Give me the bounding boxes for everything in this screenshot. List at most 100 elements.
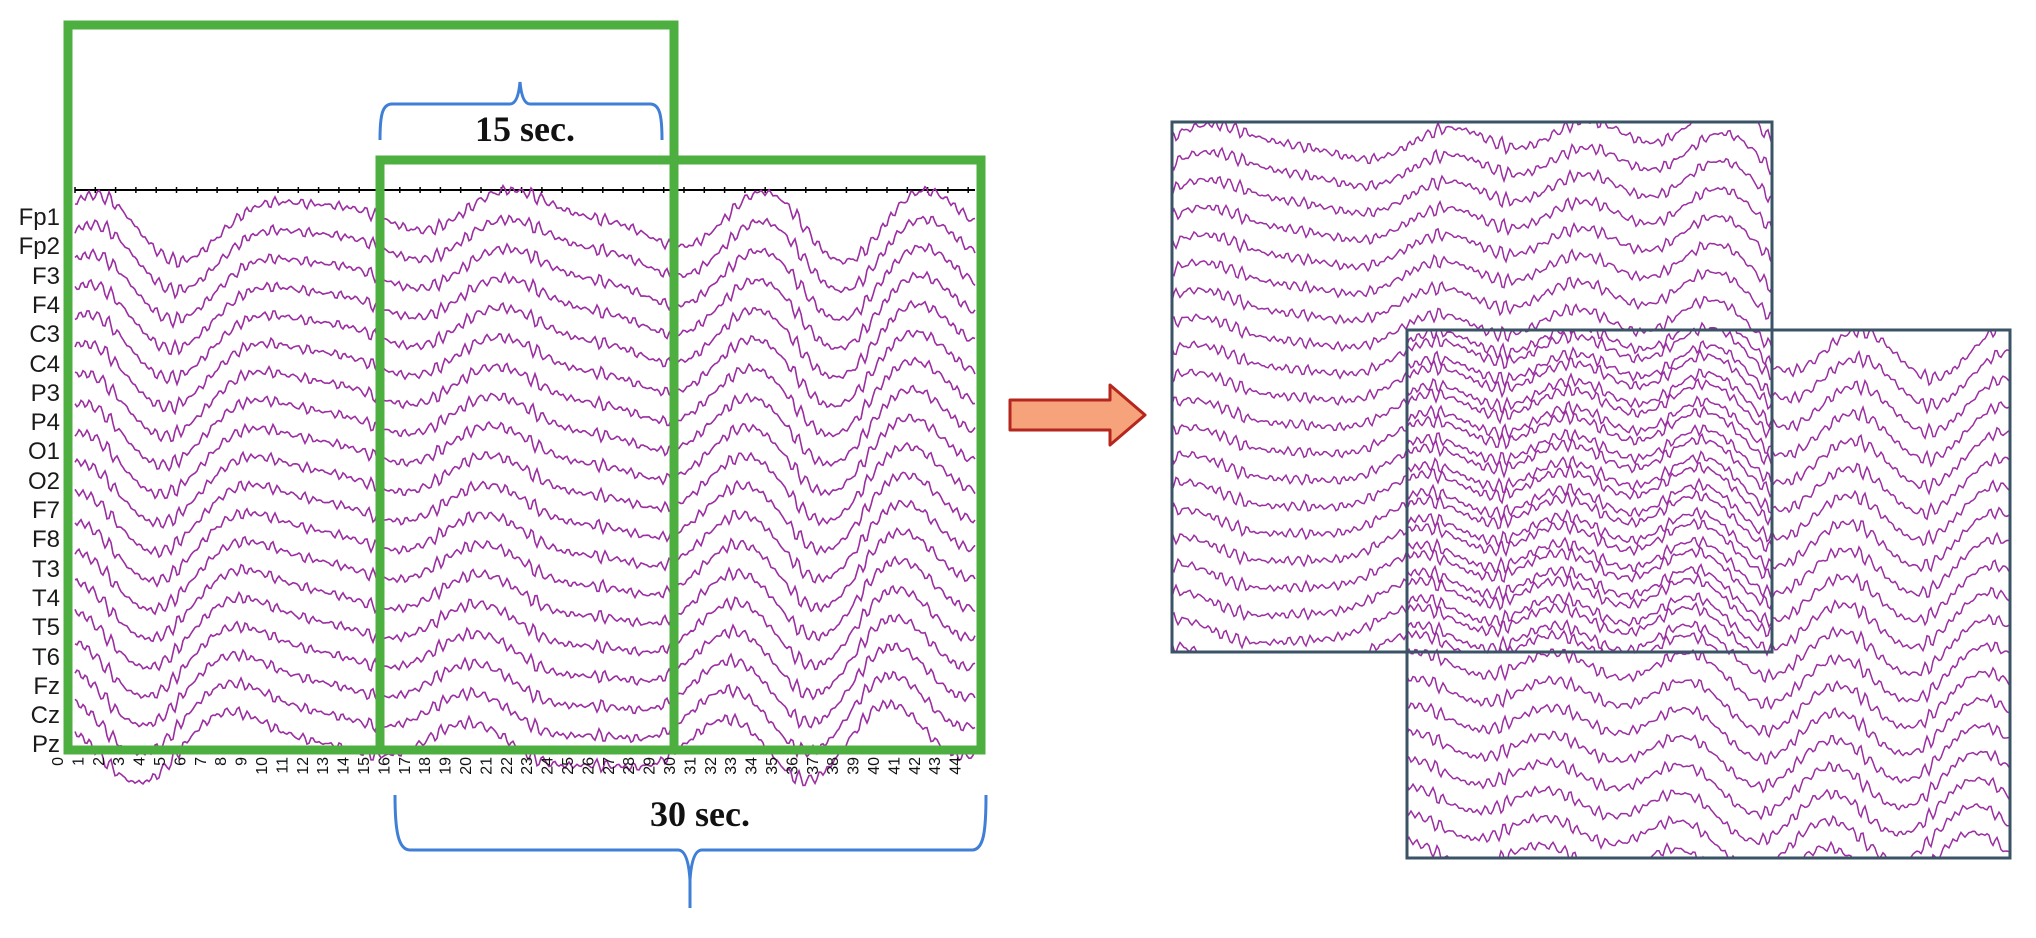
channel-label: T6 xyxy=(31,643,60,671)
time-tick-label: 22 xyxy=(499,757,516,775)
time-tick-label: 0 xyxy=(50,757,67,766)
eeg-trace xyxy=(74,441,976,529)
window-brace xyxy=(393,794,988,908)
channel-label: F7 xyxy=(31,497,60,524)
segment-2-trace xyxy=(1407,586,2010,657)
segment-2-trace xyxy=(1407,330,1997,387)
segment-1-trace xyxy=(1172,348,1772,411)
segment-1-trace xyxy=(1172,295,1772,353)
time-tick-label: 32 xyxy=(703,757,720,775)
segment-2-trace xyxy=(1407,749,2010,821)
time-tick-label: 42 xyxy=(907,757,924,775)
time-tick-label: 6 xyxy=(172,757,189,766)
time-tick-label: 13 xyxy=(315,757,332,775)
segment-2-trace xyxy=(1407,693,2010,765)
eeg-trace xyxy=(74,299,976,387)
time-tick-label: 44 xyxy=(948,757,965,775)
eeg-trace xyxy=(74,499,976,588)
segment-1-trace xyxy=(1172,572,1772,638)
segment-1-trace xyxy=(1172,378,1772,440)
segment-1-trace xyxy=(1172,157,1772,218)
segment-2-trace xyxy=(1407,340,2010,415)
eeg-trace xyxy=(74,384,976,473)
overlap-label: 15 sec. xyxy=(475,109,575,149)
segment-1-trace xyxy=(1172,405,1772,468)
time-tick-label: 23 xyxy=(519,757,536,775)
time-tick-label: 17 xyxy=(397,757,414,775)
segment-1-trace xyxy=(1172,214,1772,273)
time-tick-label: 12 xyxy=(295,757,312,775)
eeg-trace xyxy=(74,270,976,356)
segment-1-trace xyxy=(1172,545,1772,610)
time-tick-label: 31 xyxy=(682,757,699,775)
time-tick-label: 15 xyxy=(356,757,373,775)
time-tick-label: 4 xyxy=(132,757,149,766)
eeg-trace xyxy=(74,613,976,701)
channel-label: C4 xyxy=(29,350,60,378)
time-tick-label: 21 xyxy=(478,757,495,775)
time-tick-label: 8 xyxy=(213,757,230,766)
time-tick-label: 24 xyxy=(540,757,557,775)
channel-label: O1 xyxy=(27,438,60,466)
time-tick-label: 2 xyxy=(91,757,108,766)
channel-label: Pz xyxy=(31,731,60,759)
segment-1-trace xyxy=(1172,268,1772,325)
eeg-trace xyxy=(74,526,976,616)
time-tick-label: 40 xyxy=(866,757,883,775)
segment-2-trace xyxy=(1407,776,2010,846)
channel-label: Fp1 xyxy=(18,204,60,231)
time-tick-label: 34 xyxy=(744,757,761,775)
channel-label: F4 xyxy=(31,291,60,319)
eeg-trace xyxy=(74,356,976,443)
channel-label: P4 xyxy=(30,409,60,437)
frames xyxy=(63,20,2012,908)
segment-1-trace xyxy=(1172,241,1772,299)
time-tick-label: 14 xyxy=(336,757,353,775)
time-tick-label: 39 xyxy=(846,757,863,775)
eeg-traces xyxy=(74,183,976,787)
time-tick-label: 18 xyxy=(417,757,434,775)
window-label: 30 sec. xyxy=(650,794,750,834)
segment-1-trace xyxy=(1172,186,1772,245)
time-tick-label: 29 xyxy=(642,757,659,775)
time-tick-label: 43 xyxy=(927,757,944,775)
segment-1-trace xyxy=(1172,518,1772,582)
segment-1-trace xyxy=(1172,129,1772,192)
segment-2-trace xyxy=(1407,424,2010,496)
time-tick-label: 9 xyxy=(234,757,251,766)
segment-2-trace xyxy=(1407,395,2010,468)
channel-label: F8 xyxy=(31,526,60,554)
channel-label: O2 xyxy=(27,467,60,495)
time-tick-label: 37 xyxy=(805,757,822,775)
segment-2-trace xyxy=(1407,477,2010,547)
time-tick-label: 19 xyxy=(438,757,455,775)
eeg-trace xyxy=(74,584,976,672)
segment-1-trace xyxy=(1172,321,1772,381)
channel-label: F3 xyxy=(31,262,60,290)
eeg-trace xyxy=(74,242,976,330)
segment-2-trace xyxy=(1407,803,2010,858)
segment-1-trace xyxy=(1172,432,1772,498)
eeg-trace xyxy=(74,329,976,416)
window-2-frame xyxy=(375,155,986,755)
time-tick-label: 11 xyxy=(274,757,291,774)
eeg-trace xyxy=(74,642,976,730)
segment-2-trace xyxy=(1407,613,2010,684)
eeg-trace xyxy=(74,670,976,759)
segment-2-trace xyxy=(1407,531,2010,599)
segment-1-trace xyxy=(1172,601,1761,652)
time-tick-label: 20 xyxy=(458,757,475,775)
arrow-icon xyxy=(1008,383,1147,447)
channel-label: T4 xyxy=(31,584,60,612)
channel-label: P3 xyxy=(30,379,60,407)
channel-label: C3 xyxy=(29,321,60,349)
time-tick-label: 5 xyxy=(152,757,169,766)
segment-2-trace xyxy=(1407,641,2010,711)
time-tick-label: 41 xyxy=(886,757,903,775)
segment-2-trace xyxy=(1407,830,2010,858)
segment-1-trace xyxy=(1172,462,1772,527)
segment-1-frame xyxy=(1170,120,1774,654)
time-tick-label: 27 xyxy=(601,757,618,775)
